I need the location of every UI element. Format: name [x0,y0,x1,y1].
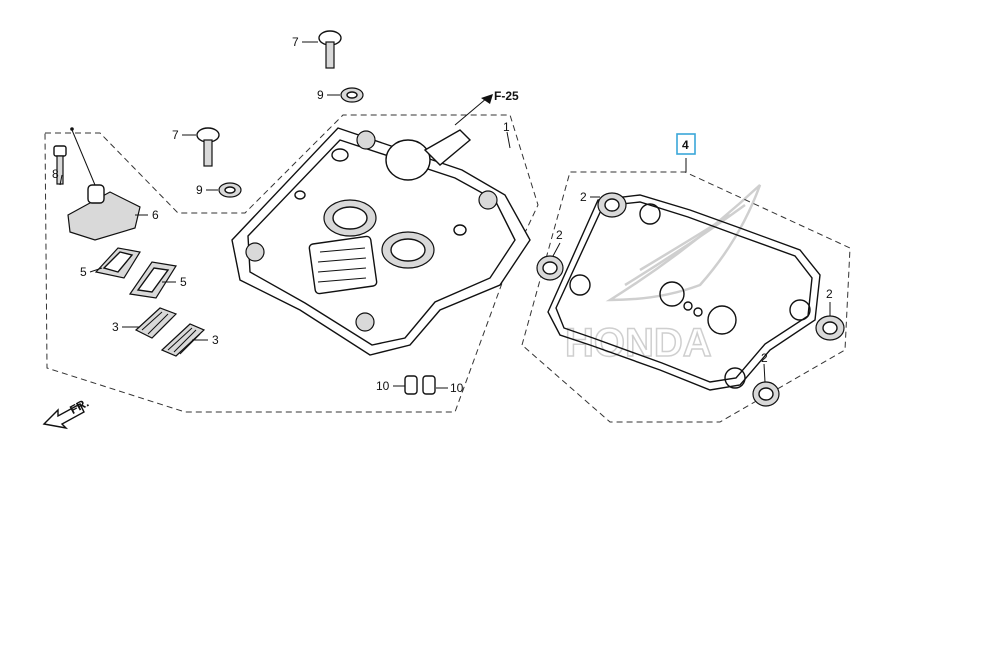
callout-6: 6 [152,208,159,222]
bolt-8[interactable] [53,145,67,185]
callout-3a: 3 [112,320,119,334]
callout-2c: 2 [826,287,833,301]
callout-10b: 10 [450,381,464,395]
bolt-7-left[interactable] [196,127,220,167]
callout-labels: 7 9 7 9 8 6 5 5 3 3 1 10 10 2 2 2 2 4 [52,35,833,395]
leader-lines [59,41,831,389]
section-ref-label[interactable]: F-25 [494,89,519,103]
grommet-2c[interactable] [815,315,845,341]
callout-7-top: 7 [292,35,299,49]
callout-3b: 3 [212,333,219,347]
callout-9-top: 9 [317,88,324,102]
front-direction-indicator: FR. [42,396,91,430]
cover-group-outline [44,114,539,413]
callout-2a: 2 [580,190,587,204]
callout-8: 8 [52,167,59,181]
washer-9-top[interactable] [340,87,364,103]
callout-2b: 2 [556,228,563,242]
grommet-2d[interactable] [752,381,780,407]
callout-5a: 5 [80,265,87,279]
callout-5b: 5 [180,275,187,289]
callout-4-highlight-box [676,133,696,155]
head-cover-gasket[interactable] [547,194,821,391]
reed-valve-3b[interactable] [160,323,206,357]
breather-cover[interactable] [67,127,141,241]
washer-9-left[interactable] [218,182,242,198]
front-arrow-icon [42,403,85,430]
gasket-kit-outline [521,171,851,423]
callout-7-left: 7 [172,128,179,142]
reed-plate-5a[interactable] [94,247,141,279]
dowel-10a[interactable] [404,375,418,395]
reed-valve-3a[interactable] [134,307,178,339]
callout-10a: 10 [376,379,390,393]
honda-logo-text: HONDA [565,321,712,365]
honda-wing-logo: HONDA [564,184,762,366]
grommet-2a[interactable] [597,192,627,218]
bolt-7-top[interactable] [318,30,342,69]
callout-2d: 2 [761,351,768,365]
section-reference[interactable]: F-25 [481,89,519,104]
dowel-10b[interactable] [422,375,436,395]
callout-4[interactable]: 4 [682,138,689,152]
cylinder-head-cover[interactable] [231,127,531,356]
callout-1: 1 [503,120,510,134]
callout-9-left: 9 [196,183,203,197]
reed-plate-5b[interactable] [128,261,177,299]
grommet-2b[interactable] [536,255,564,281]
arrow-head-icon [481,94,493,104]
